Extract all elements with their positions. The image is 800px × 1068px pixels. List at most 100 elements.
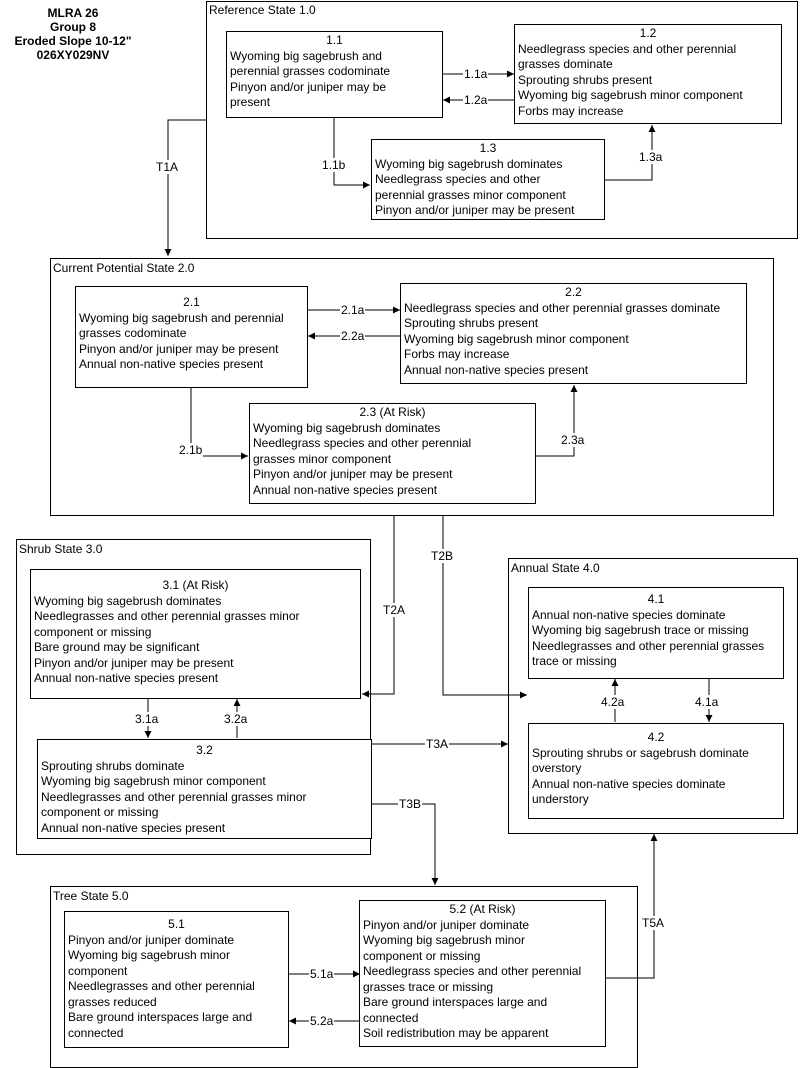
community-text: overstory	[532, 761, 582, 775]
community-number: 1.2	[639, 26, 657, 40]
community-box-2-1: 2.1 Wyoming big sagebrush and perennial …	[75, 286, 308, 388]
community-number: 2.2	[565, 285, 582, 299]
community-text: Bare ground may be significant	[34, 640, 200, 654]
pathway-label-4-1a: 4.1a	[694, 695, 720, 709]
community-text: Needlegrasses and other perennial grasse…	[532, 638, 765, 653]
community-text: Sprouting shrubs dominate	[41, 758, 185, 773]
community-box-3-1: 3.1 (At Risk) Wyoming big sagebrush domi…	[30, 569, 361, 699]
arrow-2-3a	[536, 385, 578, 457]
community-text: Wyoming big sagebrush minor component	[404, 331, 629, 346]
transition-label-T3A: T3A	[425, 737, 450, 751]
community-text: Annual non-native species dominate	[532, 776, 726, 791]
state-title: Annual State 4.0	[511, 561, 600, 575]
community-text: component or missing	[34, 624, 152, 639]
header-line: MLRA 26	[47, 6, 99, 20]
transition-label-T1A: T1A	[155, 160, 180, 174]
pathway-label-2-1a: 2.1a	[340, 303, 366, 317]
community-number: 3.2	[196, 743, 213, 757]
community-box-1-2: 1.2 Needlegrass species and other perenn…	[514, 24, 782, 124]
community-text: Sprouting shrubs present	[518, 72, 653, 87]
community-number: 1.3	[479, 141, 497, 155]
state-title: Reference State 1.0	[209, 3, 316, 17]
community-text: perennial grasses minor component	[375, 187, 566, 202]
community-text: Forbs may increase	[404, 347, 510, 361]
community-text: grasses reduced	[68, 994, 157, 1009]
community-text: Annual non-native species present	[253, 482, 438, 497]
community-text: Needlegrasses and other perennial	[68, 979, 255, 993]
community-text: Bare ground interspaces large and	[68, 1010, 253, 1024]
arrow-1-1b	[333, 118, 370, 189]
pathway-label-2-1b: 2.1b	[178, 443, 204, 457]
community-text: Wyoming big sagebrush dominates	[253, 420, 441, 435]
community-text: grasses dominate	[518, 57, 613, 71]
community-text: Wyoming big sagebrush minor	[68, 948, 230, 962]
community-text: Wyoming big sagebrush trace or missing	[532, 623, 749, 637]
pathway-label-3-1a: 3.1a	[134, 712, 160, 726]
arrow-T1A	[164, 119, 206, 256]
community-number: 5.2 (At Risk)	[449, 902, 516, 916]
community-text: component or missing	[363, 948, 481, 963]
community-text: Forbs may increase	[518, 103, 624, 118]
arrow-T2A	[362, 516, 395, 698]
header-line: Group 8	[49, 20, 96, 34]
community-text: component or missing	[41, 805, 159, 819]
arrow-T2B	[442, 516, 527, 699]
pathway-label-1-2a: 1.2a	[463, 93, 489, 107]
pathway-label-3-2a: 3.2a	[223, 712, 249, 726]
community-box-4-2: 4.2 Sprouting shrubs or sagebrush domina…	[528, 723, 784, 819]
community-text: Wyoming big sagebrush minor	[363, 933, 525, 947]
community-text: perennial grasses codominate	[230, 64, 391, 78]
transition-label-T2B: T2B	[430, 549, 455, 563]
pathway-label-4-2a: 4.2a	[600, 695, 626, 709]
community-text: Pinyon and/or juniper may be present	[375, 203, 575, 217]
community-number: 2.1	[183, 295, 200, 309]
community-text: Sprouting shrubs or sagebrush dominate	[532, 745, 749, 760]
state-annual	[508, 558, 798, 834]
community-number: 5.1	[168, 917, 185, 931]
community-text: Pinyon and/or juniper dominate	[363, 917, 530, 932]
state-title: Shrub State 3.0	[19, 542, 103, 556]
community-number: 4.1	[647, 592, 665, 606]
pathway-label-1-3a: 1.3a	[638, 150, 664, 164]
community-text: Needlegrass species and other	[375, 172, 541, 186]
community-text: Wyoming big sagebrush dominates	[375, 156, 563, 171]
pathway-label-5-1a: 5.1a	[309, 967, 335, 981]
community-text: Soil redistribution may be apparent	[363, 1026, 549, 1040]
community-text: grasses codominate	[79, 326, 187, 340]
transition-label-T3B: T3B	[398, 797, 423, 811]
community-text: component	[68, 963, 128, 978]
pathway-label-2-3a: 2.3a	[560, 433, 586, 447]
state-current-potential	[50, 258, 774, 516]
community-text: understory	[532, 792, 589, 806]
community-box-4-1: 4.1 Annual non-native species dominate W…	[528, 587, 784, 679]
community-text: Annual non-native species present	[79, 357, 264, 371]
community-box-5-1: 5.1 Pinyon and/or juniper dominate Wyomi…	[64, 911, 289, 1048]
community-text: trace or missing	[532, 654, 617, 668]
pathway-label-1-1b: 1.1b	[321, 158, 347, 172]
community-text: Pinyon and/or juniper may be present	[79, 341, 279, 356]
community-text: Wyoming big sagebrush and perennial	[79, 310, 284, 325]
transition-label-T5A: T5A	[641, 916, 666, 930]
community-number: 1.1	[326, 33, 343, 47]
state-title: Current Potential State 2.0	[53, 261, 195, 275]
community-text: Pinyon and/or juniper may be present	[34, 655, 234, 670]
community-text: Annual non-native species present	[404, 362, 589, 377]
diagram-header: MLRA 26 Group 8 Eroded Slope 10-12" 026X…	[0, 6, 146, 62]
community-text: grasses minor component	[253, 451, 392, 466]
community-text: Annual non-native species present	[34, 671, 219, 685]
community-box-5-2: 5.2 (At Risk) Pinyon and/or juniper domi…	[359, 900, 606, 1047]
community-text: Bare ground interspaces large and	[363, 995, 548, 1009]
community-text: Wyoming big sagebrush and	[230, 48, 382, 63]
community-box-1-1: 1.1 Wyoming big sagebrush and perennial …	[226, 31, 443, 118]
header-line: 026XY029NV	[36, 48, 110, 62]
arrow-T5A	[606, 834, 658, 979]
community-text: grasses trace or missing	[363, 979, 494, 994]
community-text: Needlegrasses and other perennial grasse…	[41, 789, 307, 804]
community-text: Wyoming big sagebrush minor component	[41, 774, 266, 788]
state-reference	[206, 1, 798, 239]
community-text: Needlegrass species and other perennial	[363, 964, 582, 978]
community-text: Wyoming big sagebrush dominates	[34, 593, 222, 608]
community-text: Pinyon and/or juniper may be present	[253, 467, 453, 481]
arrow-T3B	[372, 803, 439, 885]
community-number: 3.1 (At Risk)	[162, 578, 229, 592]
